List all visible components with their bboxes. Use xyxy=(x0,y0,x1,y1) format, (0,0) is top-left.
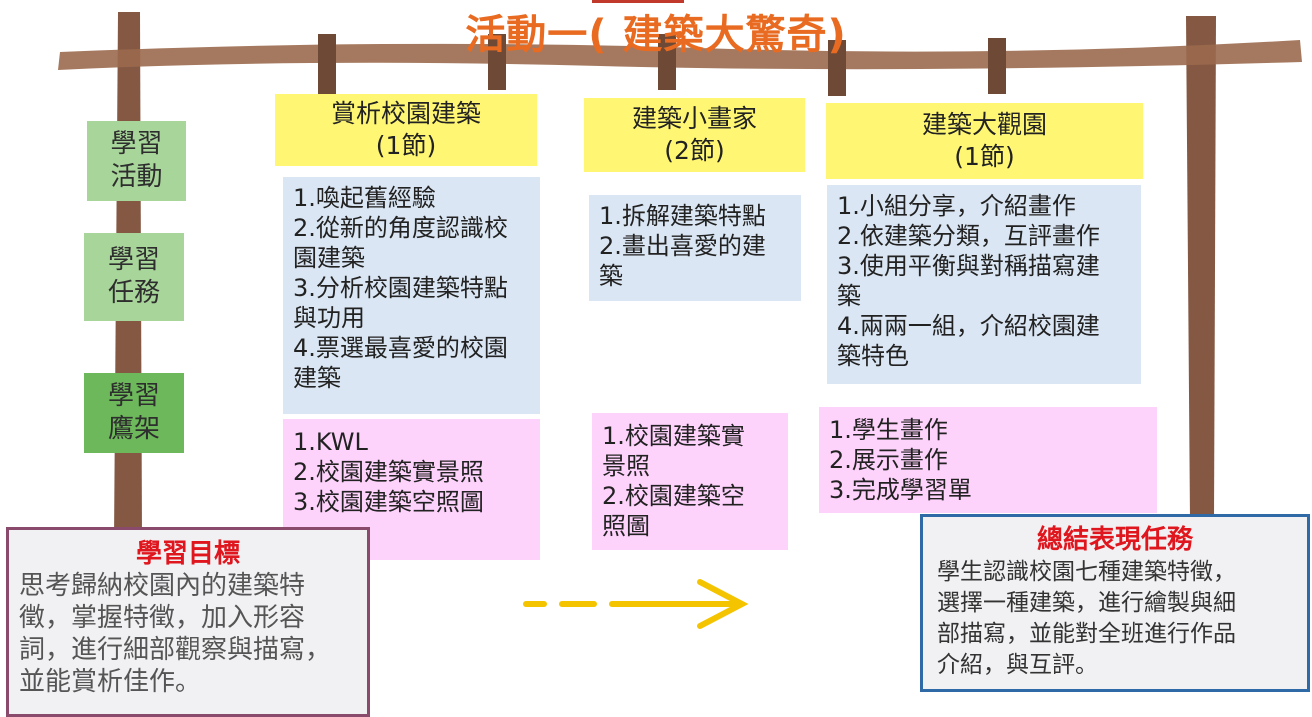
task-line: 4.兩兩一組，介紹校園建 xyxy=(837,312,1100,340)
hanger-5 xyxy=(988,38,1006,94)
activity-sessions: (1節) xyxy=(954,142,1015,171)
task-card-3: 1.小組分享，介紹畫作 2.依建築分類，互評畫作 3.使用平衡與對稱描寫建 築 … xyxy=(827,185,1141,384)
task-line: 2.依建築分類，互評畫作 xyxy=(837,222,1100,250)
learning-goal-box: 學習目標 思考歸納校園內的建築特 徵，掌握特徵，加入形容 詞，進行細部觀察與描寫… xyxy=(6,527,370,717)
scaffold-line: 照圖 xyxy=(602,512,650,540)
side-label-activity-line2: 活動 xyxy=(110,162,163,192)
side-label-activity-line1: 學習 xyxy=(110,129,163,159)
task-line: 築特色 xyxy=(837,342,909,370)
task-line: 2.從新的角度認識校 xyxy=(293,214,508,242)
side-label-scaffold-line2: 鷹架 xyxy=(107,414,160,444)
task-line: 與功用 xyxy=(293,304,365,332)
task-line: 1.拆解建築特點 xyxy=(599,202,766,230)
scaffold-line: 2.校園建築實景照 xyxy=(293,458,484,486)
learning-goal-line: 詞，進行細部觀察與描寫， xyxy=(19,635,332,665)
side-label-task-line1: 學習 xyxy=(107,245,160,275)
summary-task-title: 總結表現任務 xyxy=(1036,525,1193,555)
scaffold-line: 景照 xyxy=(602,452,650,480)
scaffold-card-3: 1.學生畫作 2.展示畫作 3.完成學習單 xyxy=(819,407,1157,513)
task-line: 3.使用平衡與對稱描寫建 xyxy=(837,252,1100,280)
learning-goal-line: 徵，掌握特徵，加入形容 xyxy=(19,603,306,633)
summary-task-box: 總結表現任務 學生認識校園七種建築特徵， 選擇一種建築，進行繪製與細 部描寫，並… xyxy=(920,514,1310,692)
scaffold-line: 1.KWL xyxy=(293,428,368,456)
progress-arrow xyxy=(523,579,749,629)
scaffold-line: 1.校園建築實 xyxy=(602,422,745,450)
summary-task-body: 學生認識校園七種建築特徵， 選擇一種建築，進行繪製與細 部描寫，並能對全班進行作… xyxy=(937,557,1293,681)
learning-goal-line: 並能賞析佳作。 xyxy=(19,667,202,697)
task-card-1: 1.喚起舊經驗 2.從新的角度認識校 園建築 3.分析校園建築特點 與功用 4.… xyxy=(283,177,540,414)
side-label-task: 學習 任務 xyxy=(84,233,184,321)
task-line: 築 xyxy=(599,262,623,290)
summary-task-line: 學生認識校園七種建築特徵， xyxy=(937,559,1236,585)
task-line: 1.喚起舊經驗 xyxy=(293,184,436,212)
activity-card-3: 建築大觀園 (1節) xyxy=(826,103,1143,179)
task-line: 1.小組分享，介紹畫作 xyxy=(837,192,1076,220)
activity-card-2: 建築小畫家 (2節) xyxy=(584,98,805,172)
summary-task-line: 介紹，與互評。 xyxy=(937,652,1098,678)
task-line: 築 xyxy=(837,282,861,310)
hanger-4 xyxy=(828,40,846,96)
scaffold-line: 1.學生畫作 xyxy=(829,416,948,444)
side-label-scaffold-line1: 學習 xyxy=(107,381,160,411)
scaffold-line: 2.校園建築空 xyxy=(602,482,745,510)
task-line: 建築 xyxy=(293,364,341,392)
activity-sessions: (1節) xyxy=(375,131,437,160)
summary-task-line: 部描寫，並能對全班進行作品 xyxy=(937,621,1236,647)
activity-name: 建築小畫家 xyxy=(631,104,757,133)
side-label-activity: 學習 活動 xyxy=(87,121,186,201)
task-card-2: 1.拆解建築特點 2.畫出喜愛的建 築 xyxy=(589,195,801,301)
side-label-scaffold: 學習 鷹架 xyxy=(84,373,184,453)
activity-card-1: 賞析校園建築 (1節) xyxy=(275,94,537,166)
page-title: 活動一( 建築大驚奇) xyxy=(465,12,847,58)
learning-goal-body: 思考歸納校園內的建築特 徵，掌握特徵，加入形容 詞，進行細部觀察與描寫， 並能賞… xyxy=(19,570,357,698)
task-line: 4.票選最喜愛的校園 xyxy=(293,334,508,362)
hanger-3 xyxy=(658,34,676,90)
activity-name: 賞析校園建築 xyxy=(330,99,481,128)
right-post xyxy=(1186,16,1216,520)
task-line: 2.畫出喜愛的建 xyxy=(599,232,766,260)
task-line: 3.分析校園建築特點 xyxy=(293,274,508,302)
hanger-1 xyxy=(318,34,336,94)
scaffold-line: 3.校園建築空照圖 xyxy=(293,488,484,516)
scaffold-line: 2.展示畫作 xyxy=(829,446,948,474)
title-underline xyxy=(592,0,684,3)
activity-sessions: (2節) xyxy=(664,136,725,165)
learning-goal-title: 學習目標 xyxy=(135,539,240,569)
scaffold-line: 3.完成學習單 xyxy=(829,476,972,504)
summary-task-line: 選擇一種建築，進行繪製與細 xyxy=(937,590,1236,616)
activity-name: 建築大觀園 xyxy=(921,110,1047,139)
learning-goal-line: 思考歸納校園內的建築特 xyxy=(19,571,306,601)
hanger-2 xyxy=(488,34,506,90)
scaffold-card-2: 1.校園建築實 景照 2.校園建築空 照圖 xyxy=(592,413,788,550)
task-line: 園建築 xyxy=(293,244,365,272)
side-label-task-line2: 任務 xyxy=(107,278,160,308)
